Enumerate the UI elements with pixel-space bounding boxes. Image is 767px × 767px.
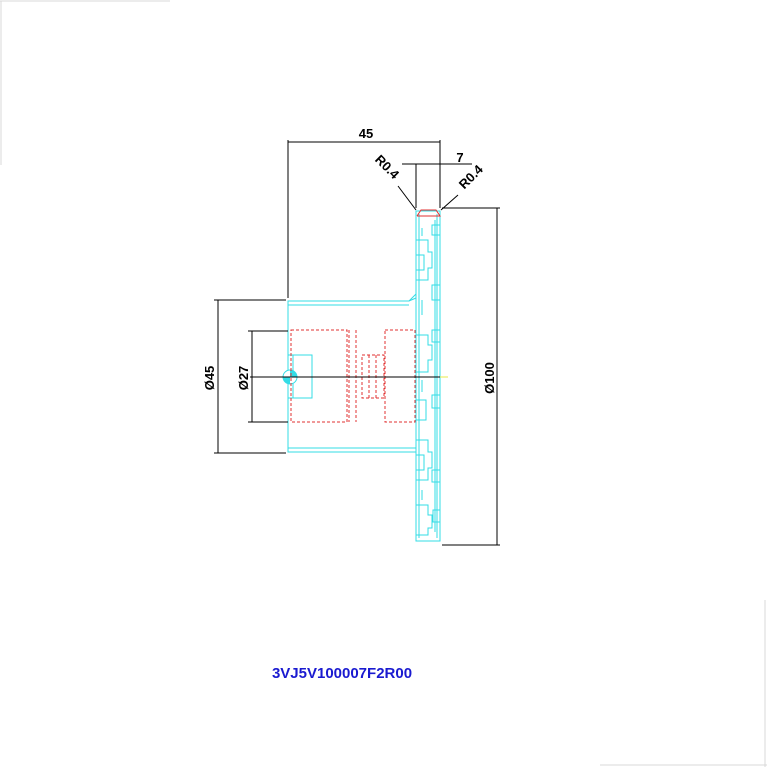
- dim-bore-diameter-label: Ø27: [236, 366, 251, 391]
- dimension-lines: [214, 140, 500, 546]
- dim-radius-left-label: R0.4: [372, 152, 403, 183]
- dim-radius-right-label: R0.4: [456, 161, 487, 192]
- part-outline: [287, 210, 441, 542]
- dim-length-label: 45: [359, 126, 373, 141]
- dim-width-label: 7: [456, 150, 463, 165]
- hidden-lines: [290, 209, 441, 423]
- gear-teeth: [416, 224, 440, 536]
- dim-hub-diameter-label: Ø45: [202, 366, 217, 391]
- dim-outer-diameter-label: Ø100: [482, 362, 497, 394]
- part-number: 3VJ5V100007F2R00: [272, 665, 412, 682]
